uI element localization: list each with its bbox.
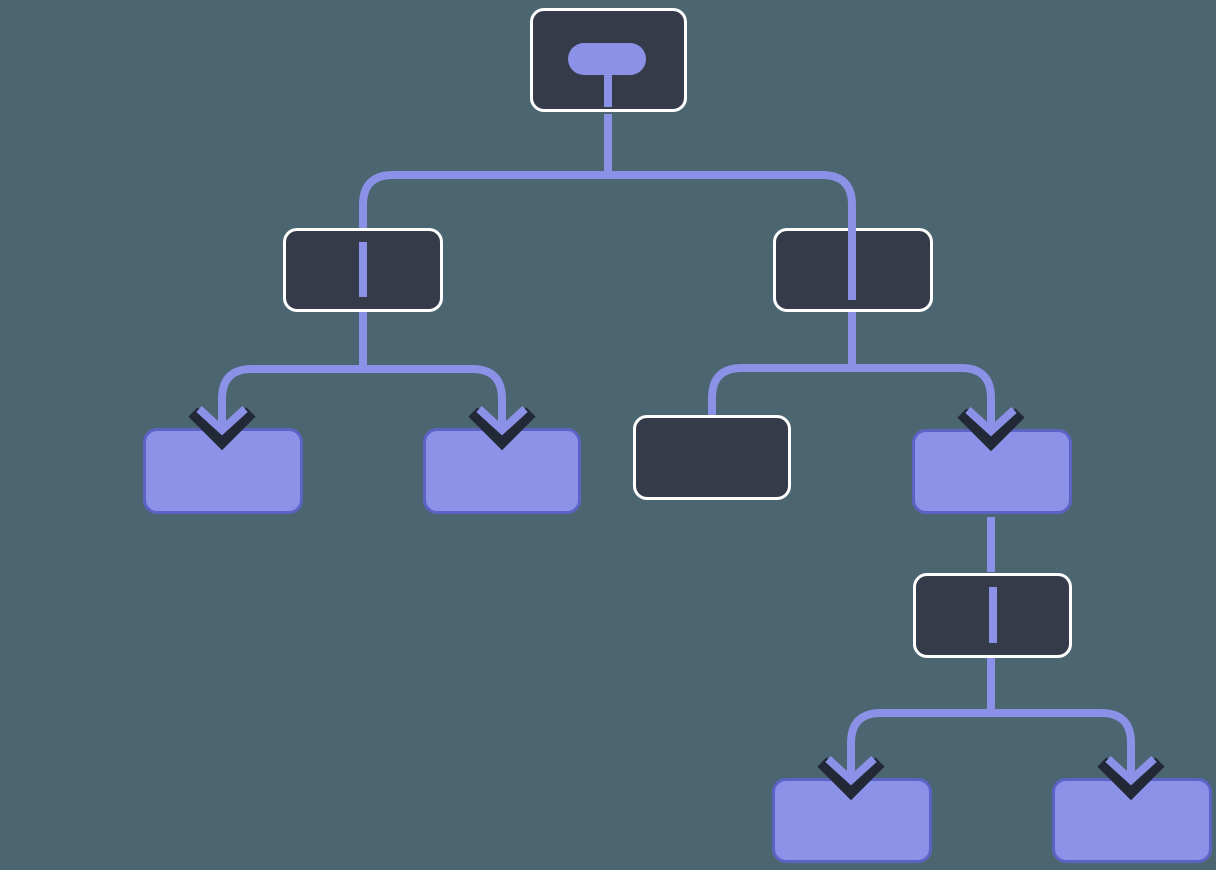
arrowhead-icon <box>825 756 877 786</box>
tree-node-leaf-2[interactable] <box>423 428 581 514</box>
tree-node-dark-leaf[interactable] <box>633 415 791 500</box>
tree-node-leaf-4[interactable] <box>772 778 932 863</box>
vertical-bar-icon <box>359 242 367 297</box>
edge-connector-branchleft-to-leaves <box>218 312 506 430</box>
edge-connector-branchright-to-level3 <box>708 312 995 431</box>
arrowhead-icon <box>196 406 248 436</box>
tree-node-root[interactable] <box>530 8 687 112</box>
tree-node-branch-left[interactable] <box>283 228 443 312</box>
vertical-bar-icon <box>988 587 997 643</box>
collapse-pill-icon <box>568 43 646 75</box>
tree-node-leaf-3[interactable] <box>912 429 1072 514</box>
tree-node-leaf-5[interactable] <box>1052 778 1212 863</box>
arrowhead-icon <box>965 407 1017 437</box>
edge-connector-branchbottom-to-leaves <box>847 658 1135 780</box>
arrowhead-icon <box>1105 756 1157 786</box>
tree-node-branch-right[interactable] <box>773 228 933 312</box>
tree-node-leaf-1[interactable] <box>143 428 303 514</box>
pill-stem-icon <box>604 73 612 107</box>
tree-node-branch-bottom[interactable] <box>913 573 1072 658</box>
arrowhead-icon <box>476 406 528 436</box>
